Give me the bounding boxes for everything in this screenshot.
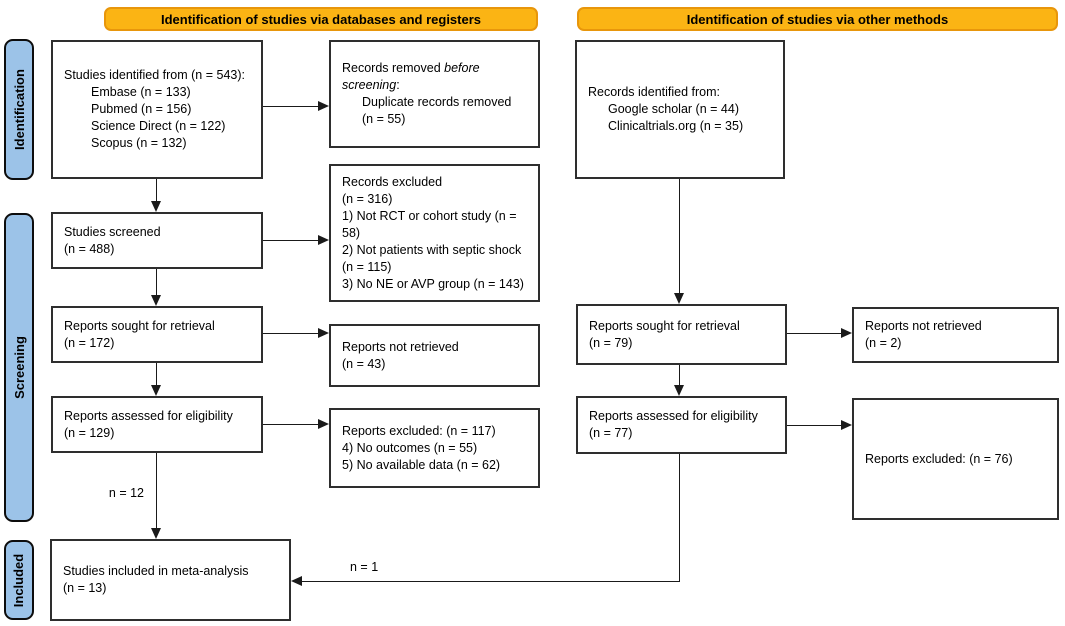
- box-line: Embase (n = 133): [91, 85, 191, 99]
- box-studies-identified-databases: Studies identified from (n = 543): Embas…: [51, 40, 263, 179]
- box-line: Science Direct (n = 122): [91, 119, 226, 133]
- stage-included-label: Included: [11, 553, 27, 607]
- arrow-identified-to-removed: [263, 106, 318, 107]
- box-line: screening:: [342, 78, 400, 92]
- box-records-removed-before-screening: Records removed before screening: Duplic…: [329, 40, 540, 148]
- arrowhead-right-icon: [841, 420, 852, 430]
- arrowhead-down-icon: [674, 293, 684, 304]
- arrow-sought-to-not-retrieved: [263, 333, 318, 334]
- box-studies-screened: Studies screened (n = 488): [51, 212, 263, 269]
- arrowhead-right-icon: [318, 235, 329, 245]
- box-line: Reports excluded: (n = 76): [865, 451, 1013, 466]
- banner-other-methods: Identification of studies via other meth…: [577, 7, 1058, 31]
- arrowhead-down-icon: [674, 385, 684, 396]
- box-line: Reports assessed for eligibility: [64, 408, 233, 423]
- box-line: (n = 55): [362, 112, 406, 126]
- stage-screening-label: Screening: [11, 336, 27, 399]
- arrowhead-down-icon: [151, 201, 161, 212]
- box-line: Google scholar (n = 44): [608, 102, 739, 116]
- arrow-identified-other-to-sought: [679, 179, 680, 294]
- box-line: Clinicaltrials.org (n = 35): [608, 119, 744, 133]
- arrow-assessed-other-to-excluded: [787, 425, 841, 426]
- box-line: 1) Not RCT or cohort study (n = 58): [342, 208, 517, 240]
- arrow-screened-to-sought: [156, 269, 157, 296]
- box-line: 4) No outcomes (n = 55): [342, 440, 478, 455]
- arrowhead-right-icon: [318, 101, 329, 111]
- banner-other-methods-label: Identification of studies via other meth…: [686, 11, 949, 27]
- box-line: (n = 77): [589, 426, 633, 440]
- arrow-sought-other-to-assessed: [679, 365, 680, 386]
- box-line: (n = 2): [865, 336, 902, 350]
- box-records-excluded: Records excluded (n = 316) 1) Not RCT or…: [329, 164, 540, 302]
- box-line: Pubmed (n = 156): [91, 102, 192, 116]
- arrow-assessed-to-included: [156, 453, 157, 529]
- arrowhead-right-icon: [318, 419, 329, 429]
- arrowhead-down-icon: [151, 385, 161, 396]
- box-studies-included-meta-analysis: Studies included in meta-analysis (n = 1…: [50, 539, 291, 621]
- arrow-other-to-included-vertical: [679, 454, 680, 582]
- arrow-sought-to-assessed: [156, 363, 157, 386]
- box-line: (n = 488): [64, 241, 115, 256]
- arrow-other-to-included-horizontal: [302, 581, 680, 582]
- arrowhead-down-icon: [151, 295, 161, 306]
- box-records-identified-other: Records identified from: Google scholar …: [575, 40, 785, 179]
- arrowhead-right-icon: [841, 328, 852, 338]
- arrowhead-left-icon: [291, 576, 302, 586]
- box-line: Records excluded: [342, 174, 443, 189]
- box-line: Reports not retrieved: [865, 319, 982, 333]
- arrowhead-right-icon: [318, 328, 329, 338]
- box-line: (n = 13): [63, 581, 107, 595]
- box-reports-sought-databases: Reports sought for retrieval (n = 172): [51, 306, 263, 363]
- box-line: Reports not retrieved: [342, 339, 459, 354]
- box-line: Studies included in meta-analysis: [63, 564, 249, 578]
- box-line: Records removed before: [342, 61, 480, 75]
- box-line: Scopus (n = 132): [91, 136, 187, 150]
- arrow-assessed-to-excluded: [263, 424, 318, 425]
- box-reports-not-retrieved-databases: Reports not retrieved (n = 43): [329, 324, 540, 387]
- box-line: Reports sought for retrieval: [589, 318, 740, 333]
- box-line: Reports excluded: (n = 117): [342, 423, 496, 438]
- box-line: Duplicate records removed: [362, 95, 512, 109]
- box-line: Reports sought for retrieval: [64, 318, 215, 333]
- box-line: (n = 79): [589, 335, 633, 350]
- flow-label-n12: n = 12: [108, 486, 144, 500]
- box-line: (n = 316): [342, 191, 393, 206]
- box-reports-not-retrieved-other: Reports not retrieved (n = 2): [852, 307, 1059, 363]
- box-reports-assessed-other: Reports assessed for eligibility (n = 77…: [576, 396, 787, 454]
- box-reports-excluded-other: Reports excluded: (n = 76): [852, 398, 1059, 520]
- stage-pill-screening: Screening: [4, 213, 34, 522]
- box-reports-sought-other: Reports sought for retrieval (n = 79): [576, 304, 787, 365]
- arrow-identified-to-screened: [156, 179, 157, 202]
- arrowhead-down-icon: [151, 528, 161, 539]
- stage-identification-label: Identification: [11, 69, 27, 150]
- box-reports-assessed-databases: Reports assessed for eligibility (n = 12…: [51, 396, 263, 453]
- box-line: Studies screened: [64, 224, 161, 239]
- box-line: 5) No available data (n = 62): [342, 457, 501, 472]
- box-line: (n = 129): [64, 425, 115, 440]
- box-line: 2) Not patients with septic shock (n = 1…: [342, 242, 522, 274]
- box-line: Studies identified from (n = 543):: [64, 68, 245, 82]
- stage-pill-identification: Identification: [4, 39, 34, 180]
- flow-label-n1: n = 1: [350, 560, 379, 574]
- box-line: 3) No NE or AVP group (n = 143): [342, 276, 524, 291]
- stage-pill-included: Included: [4, 540, 34, 620]
- box-line: Reports assessed for eligibility: [589, 409, 758, 423]
- banner-databases-label: Identification of studies via databases …: [160, 11, 482, 27]
- box-reports-excluded-databases: Reports excluded: (n = 117) 4) No outcom…: [329, 408, 540, 488]
- box-line: (n = 43): [342, 356, 386, 371]
- arrow-screened-to-excluded: [263, 240, 318, 241]
- box-line: (n = 172): [64, 335, 115, 350]
- arrow-sought-other-to-not-retrieved: [787, 333, 841, 334]
- box-line: Records identified from:: [588, 85, 721, 99]
- banner-databases-registers: Identification of studies via databases …: [104, 7, 538, 31]
